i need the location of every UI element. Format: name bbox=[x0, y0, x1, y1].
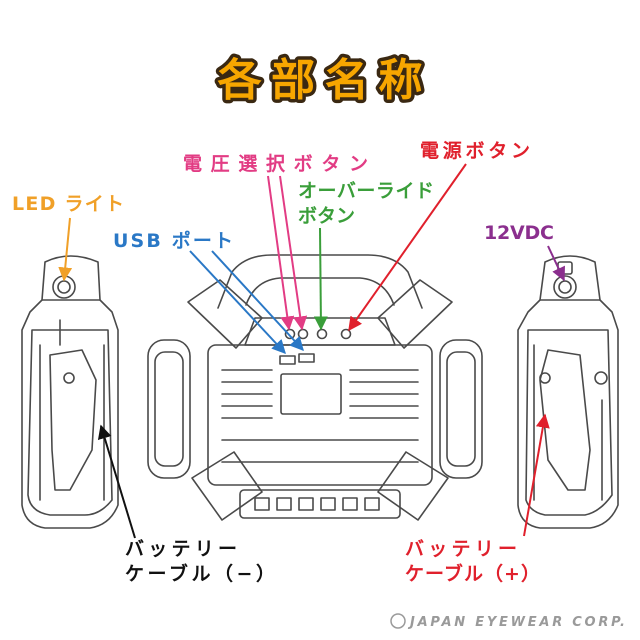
left-device-clamp-pivot bbox=[63, 372, 75, 384]
dc-socket-ring bbox=[553, 275, 577, 299]
base-slot bbox=[254, 497, 270, 511]
base-slot bbox=[342, 497, 358, 511]
battery-plus-label-line1: バッテリー bbox=[405, 538, 517, 560]
led-light-lens bbox=[57, 280, 71, 294]
dc12v-arrow bbox=[547, 245, 565, 282]
display-screen bbox=[280, 373, 342, 415]
bumper-top-right bbox=[377, 279, 453, 349]
bumper-bottom-right bbox=[377, 451, 449, 521]
callout-labels: 電圧選択ボタン 電源ボタン オーバーライド ボタン LED ライト USB ポー… bbox=[12, 139, 554, 585]
usb-port-1 bbox=[279, 355, 296, 365]
right-device-cable-clamp bbox=[539, 349, 591, 491]
right-device-side-panel bbox=[525, 329, 613, 516]
right-device-clamp-pivot bbox=[539, 372, 551, 384]
voltage-select-label: 電圧選択ボタン bbox=[183, 153, 368, 175]
led-light-label: LED ライト bbox=[12, 193, 124, 215]
usb-port-arrow-2 bbox=[211, 250, 304, 352]
right-wheel-inner bbox=[446, 351, 476, 467]
base-plate bbox=[239, 489, 401, 519]
base-slot bbox=[320, 497, 336, 511]
right-device-drawing bbox=[517, 255, 619, 529]
left-wheel-inner bbox=[154, 351, 184, 467]
dc-socket-inner bbox=[558, 280, 572, 294]
right-wheel bbox=[439, 339, 483, 479]
watermark-logo-icon bbox=[390, 613, 406, 629]
usb-port-2 bbox=[298, 353, 315, 363]
voltage-select-button-2 bbox=[297, 328, 309, 340]
page-title: 各部名称 bbox=[218, 55, 423, 106]
led-light-arrow bbox=[58, 217, 73, 282]
battery-minus-label-line1: バッテリー bbox=[125, 538, 237, 560]
watermark-text: JAPAN EYEWEAR CORP. bbox=[407, 615, 625, 630]
main-body bbox=[207, 344, 433, 486]
battery-plus-label-line2: ケーブル（+） bbox=[405, 562, 540, 585]
voltage-select-arrow-1 bbox=[267, 175, 295, 331]
override-label-line2: ボタン bbox=[298, 205, 355, 227]
left-wheel bbox=[147, 339, 191, 479]
left-device-outline bbox=[21, 255, 119, 529]
base-slot bbox=[276, 497, 292, 511]
base-slot bbox=[298, 497, 314, 511]
usb-port-label: USB ポート bbox=[113, 229, 233, 252]
dc12v-label: 12VDC bbox=[484, 222, 554, 244]
bumper-bottom-left bbox=[191, 451, 263, 521]
usb-port-arrow-1 bbox=[189, 250, 286, 355]
power-button-label: 電源ボタン bbox=[420, 139, 530, 162]
override-button-arrow bbox=[313, 227, 328, 331]
center-device-drawing bbox=[147, 254, 483, 521]
override-label-line1: オーバーライド bbox=[298, 180, 434, 202]
battery-minus-label-line2: ケーブル（−） bbox=[125, 562, 275, 585]
watermark: JAPAN EYEWEAR CORP. bbox=[390, 613, 625, 630]
right-device-outline bbox=[517, 255, 619, 529]
right-device-badge bbox=[594, 371, 608, 385]
power-button-arrow bbox=[348, 163, 467, 332]
left-device-side-panel bbox=[27, 329, 113, 516]
left-device-cable-clamp bbox=[49, 349, 97, 491]
power-button bbox=[340, 328, 352, 340]
base-slot bbox=[364, 497, 380, 511]
battery-minus-arrow bbox=[97, 424, 136, 539]
override-button bbox=[316, 328, 328, 340]
left-device-drawing bbox=[21, 255, 119, 529]
callout-arrows bbox=[58, 163, 565, 539]
battery-plus-arrow bbox=[523, 413, 550, 537]
voltage-select-arrow-2 bbox=[279, 175, 308, 331]
